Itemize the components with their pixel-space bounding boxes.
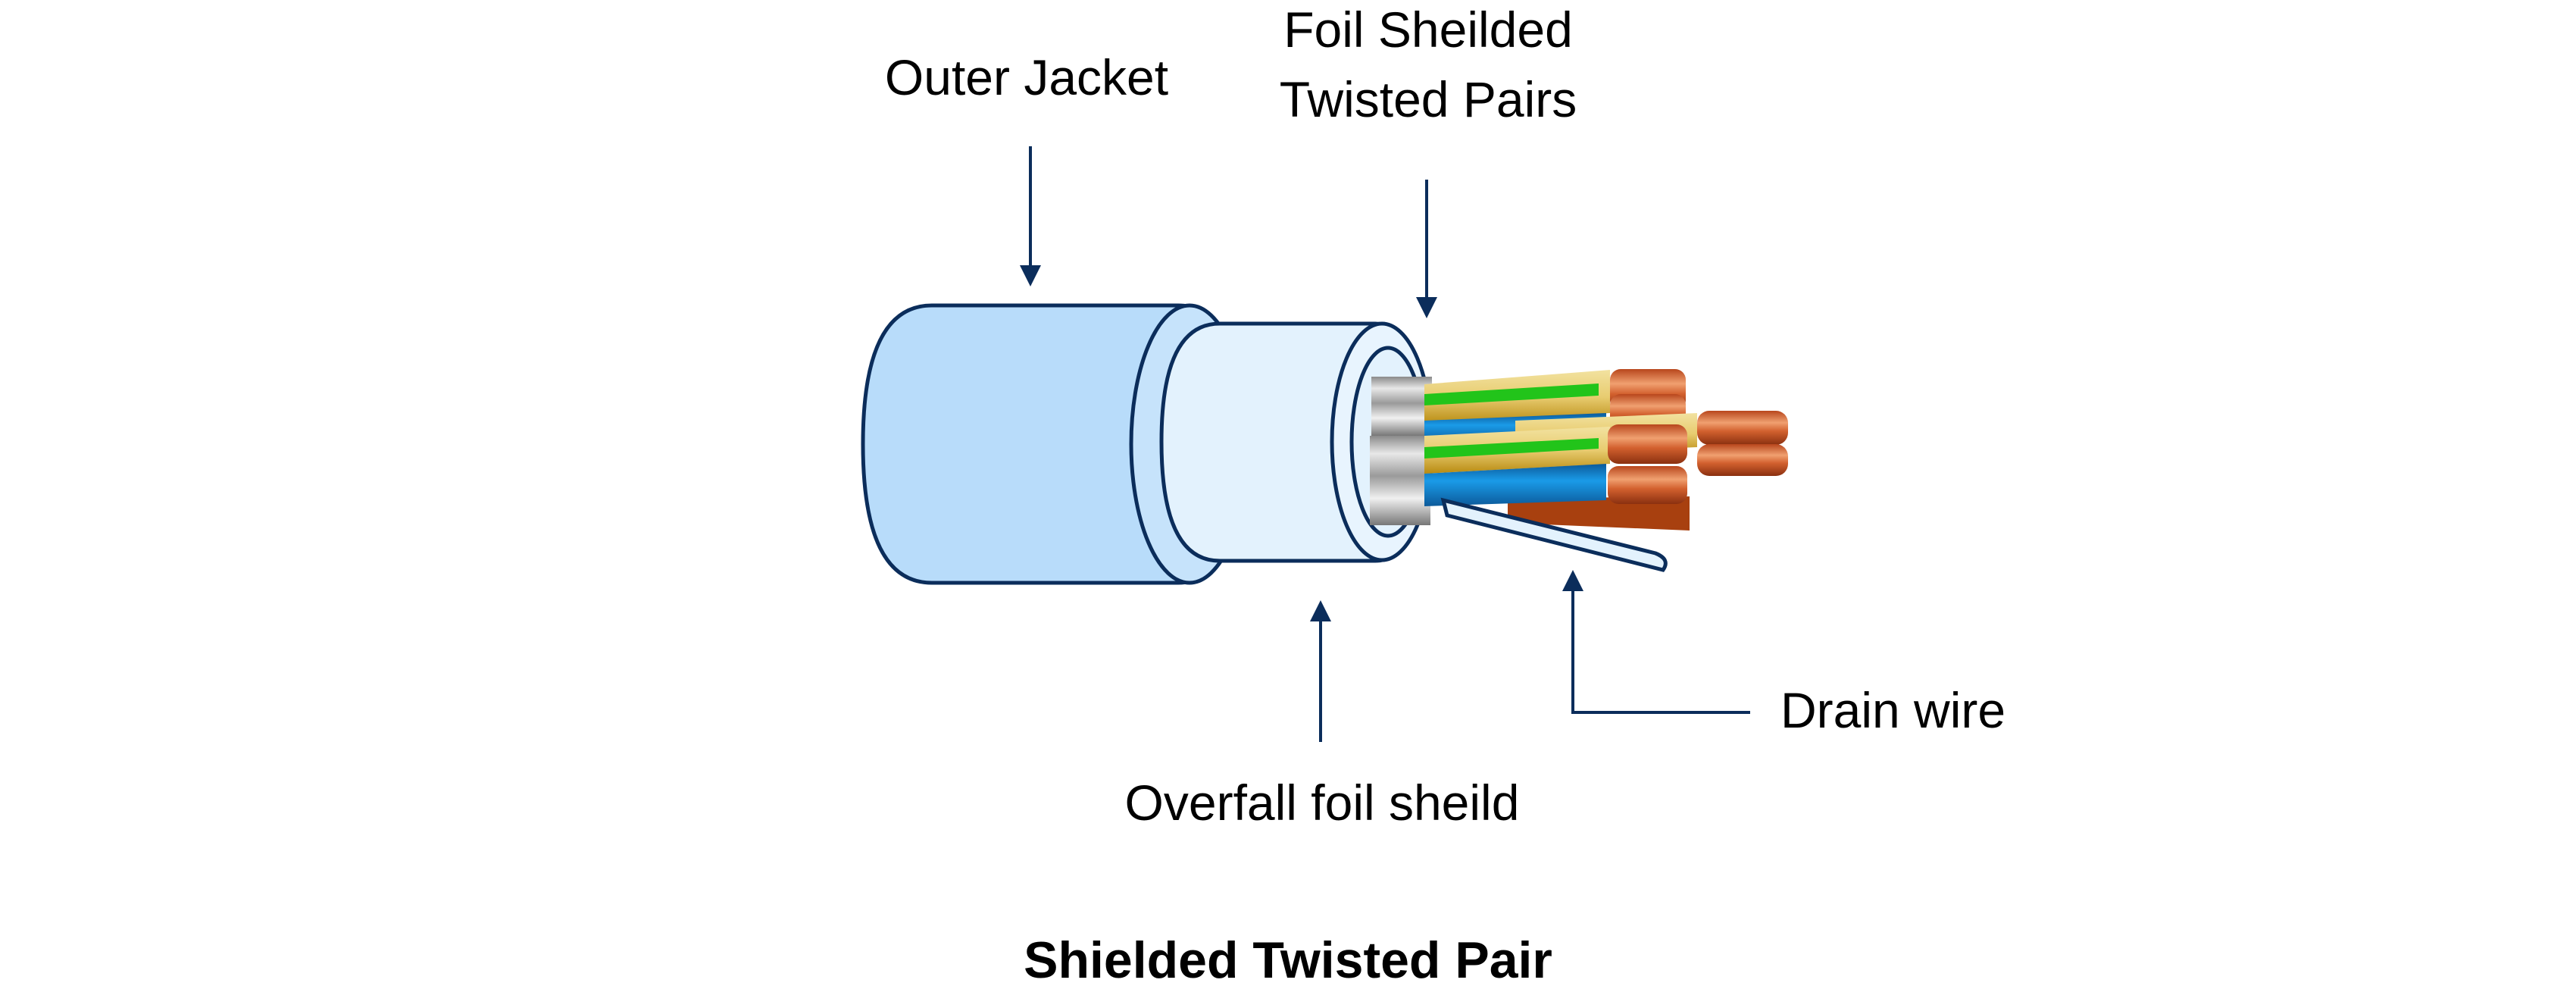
arrow-foil-shielded (1416, 180, 1437, 318)
pair-foil-upper (1371, 377, 1432, 436)
drain-wire-body (1440, 497, 1668, 572)
arrow-outer-jacket (1020, 146, 1041, 286)
label-outer-jacket: Outer Jacket (885, 49, 1168, 105)
arrow-overall-foil-shield (1310, 600, 1331, 742)
twisted-pairs (1370, 369, 1788, 531)
label-foil-shielded-line1: Foil Sheilded (1283, 2, 1573, 58)
wire-upper-green (1424, 383, 1599, 405)
label-drain-wire: Drain wire (1780, 682, 2005, 738)
pair-foil-lower (1370, 436, 1430, 525)
copper-right-2 (1697, 444, 1788, 476)
diagram-title: Shielded Twisted Pair (1024, 931, 1552, 986)
drain-wire (1440, 497, 1668, 572)
copper-lower-1 (1608, 424, 1687, 464)
wire-lower-blue (1424, 464, 1606, 506)
label-foil-shielded-line2: Twisted Pairs (1280, 71, 1577, 127)
copper-bundle (1508, 496, 1690, 531)
copper-lower-2 (1608, 466, 1687, 504)
copper-right-1 (1697, 411, 1788, 445)
arrow-drain-wire (1562, 570, 1750, 714)
label-overall-foil-shield: Overfall foil sheild (1125, 775, 1520, 831)
wire-lower-green (1424, 438, 1599, 459)
